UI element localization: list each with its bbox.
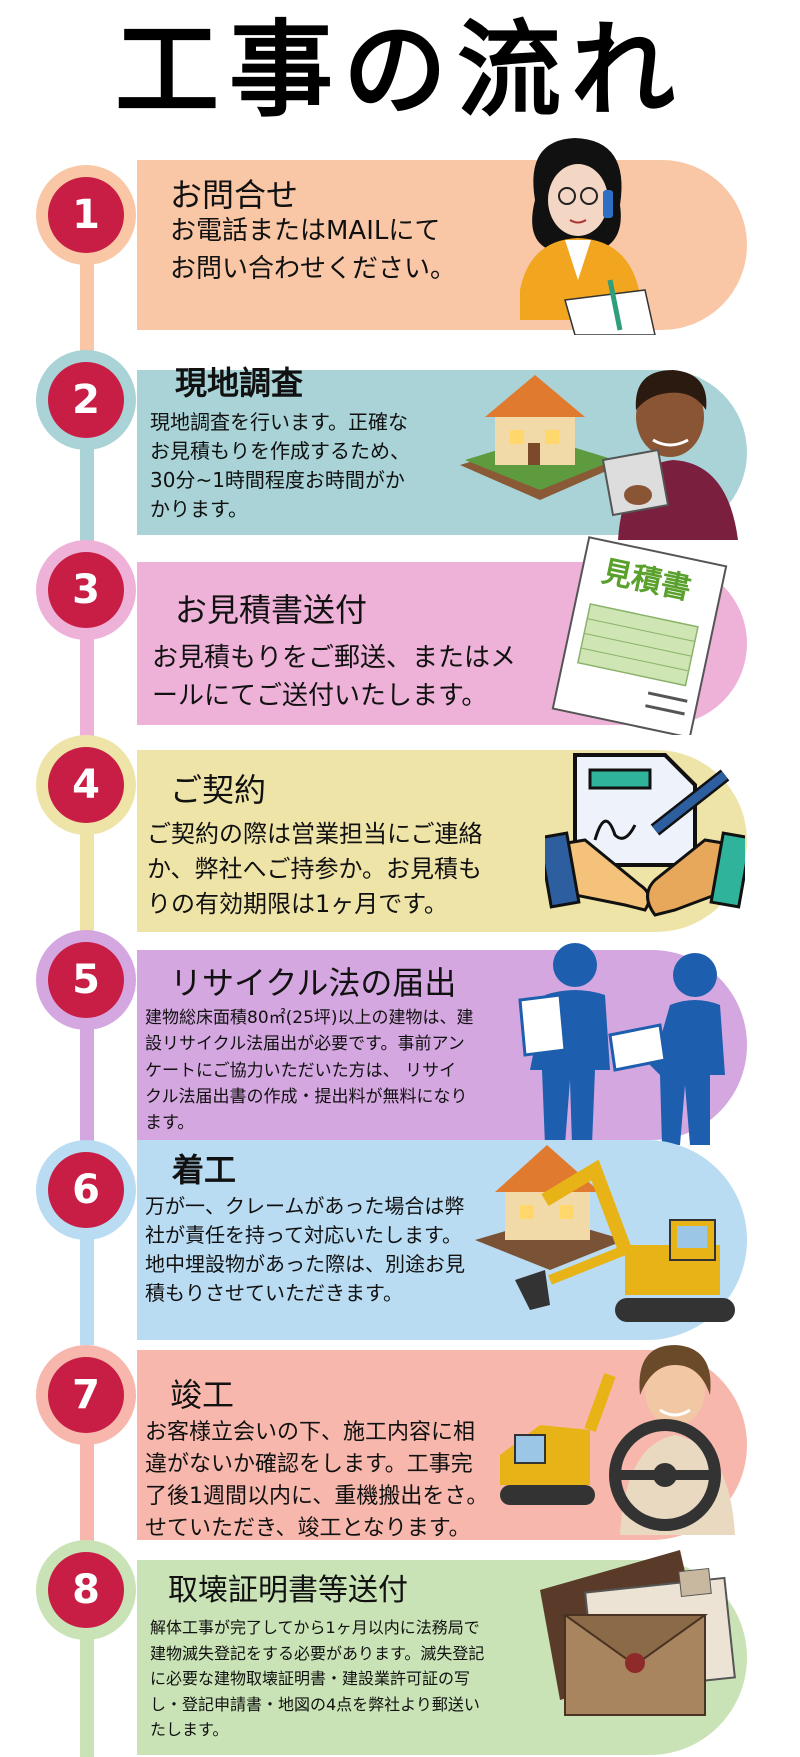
step-8: 8 取壊証明書等送付 解体工事が完了してから1ヶ月以内に法務局で 建物滅失登記を… [0, 1540, 800, 1757]
handshake-contract-icon [545, 753, 745, 917]
woman-on-phone-illustration [520, 138, 656, 335]
step-6: 6 着工 万が一、クレームがあった場合は弊 社が責任を持って対応いたします。 地… [0, 1140, 800, 1345]
estimate-document-illustration: 見積書 [551, 536, 728, 735]
step-badge: 7 [36, 1345, 136, 1445]
step-number: 4 [48, 747, 124, 823]
people-exchanging-documents-icon [518, 943, 725, 1145]
step-body: お電話またはMAILにて お問い合わせください。 [170, 216, 457, 284]
step-number: 7 [48, 1357, 124, 1433]
step-1: 1 お問合せ お電話またはMAILにて お問い合わせください。 [0, 138, 800, 355]
house-and-excavator-illustration [475, 1145, 735, 1322]
step-body: 万が一、クレームがあった場合は弊 社が責任を持って対応いたします。 地中埋設物が… [145, 1194, 465, 1305]
step-title: 竣工 [170, 1376, 235, 1414]
step-number: 3 [48, 552, 124, 628]
step-body: 現地調査を行います。正確な お見積もりを作成するため、 30分~1時間程度お時間… [150, 410, 410, 521]
step-number: 1 [48, 177, 124, 253]
page-title: 工事の流れ [114, 9, 685, 131]
step-4: 4 ご契約 ご契約の際は営業担当にご連絡 か、弊社へご持参か。お見積も りの有効… [0, 735, 800, 940]
step-number: 6 [48, 1152, 124, 1228]
step-body: お見積もりをご郵送、またはメ ールにてご送付いたします。 [152, 643, 517, 711]
envelopes-mail-illustration [540, 1550, 736, 1716]
step-badge: 8 [36, 1540, 136, 1640]
step-body: ご契約の際は営業担当にご連絡 か、弊社へご持参か。お見積も りの有効期限は1ヶ月… [147, 820, 483, 918]
step-3: 3 お見積書送付 お見積もりをご郵送、またはメ ールにてご送付いたします。 見積… [0, 536, 800, 740]
step-body: お客様立会いの下、施工内容に相 違がないか確認をします。工事完 了後1週間以内に… [145, 1420, 489, 1541]
step-number: 5 [48, 942, 124, 1018]
step-2: 2 現地調査 現地調査を行います。正確な お見積もりを作成するため、 30分~1… [0, 350, 800, 550]
step-title: お見積書送付 [175, 591, 368, 629]
step-7: 7 竣工 お客様立会いの下、施工内容に相 違がないか確認をします。工事完 了後1… [0, 1345, 800, 1550]
step-badge: 2 [36, 350, 136, 450]
step-5: 5 リサイクル法の届出 建物総床面積80㎡(25坪)以上の建物は、建 設リサイク… [0, 930, 800, 1150]
house-illustration [460, 375, 620, 500]
step-number: 8 [48, 1552, 124, 1628]
step-badge: 3 [36, 540, 136, 640]
step-badge: 1 [36, 165, 136, 265]
step-body: 解体工事が完了してから1ヶ月以内に法務局で 建物滅失登記をする必要があります。滅… [150, 1618, 485, 1740]
step-title: リサイクル法の届出 [170, 964, 457, 1002]
step-badge: 6 [36, 1140, 136, 1240]
step-title: 着工 [172, 1151, 237, 1189]
step-badge: 5 [36, 930, 136, 1030]
step-title: 現地調査 [175, 364, 304, 402]
step-title: 取壊証明書等送付 [168, 1573, 408, 1608]
step-badge: 4 [36, 735, 136, 835]
driver-with-excavator-illustration [500, 1345, 735, 1535]
step-title: お問合せ [170, 176, 299, 214]
step-title: ご契約 [170, 771, 267, 809]
step-number: 2 [48, 362, 124, 438]
surveyor-man-illustration [601, 370, 738, 540]
step-body: 建物総床面積80㎡(25坪)以上の建物は、建 設リサイクル法届出が必要です。事前… [145, 1008, 474, 1134]
